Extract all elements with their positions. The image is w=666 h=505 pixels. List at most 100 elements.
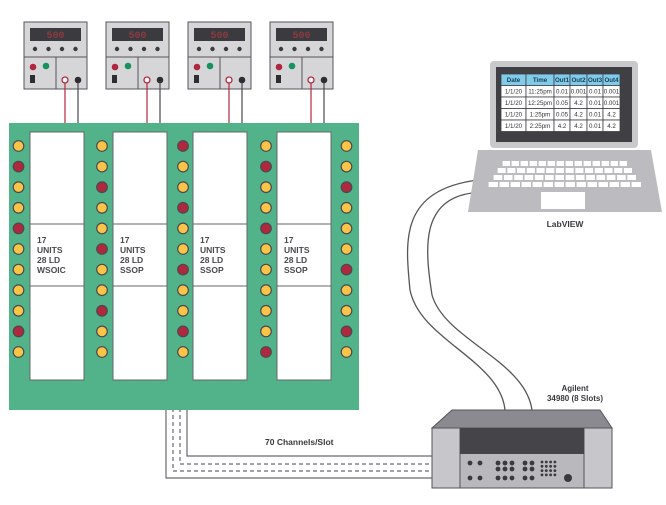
daq-keypad-button <box>540 473 544 477</box>
keyboard-key <box>497 168 506 173</box>
daq-button <box>477 460 483 466</box>
keyboard-key <box>526 168 535 173</box>
led-yellow-icon <box>177 160 189 173</box>
led-red-icon <box>12 222 25 235</box>
daq-button <box>522 460 528 466</box>
psu-knob <box>114 46 120 52</box>
keyboard-key <box>565 168 574 173</box>
led-column <box>260 140 272 358</box>
daq-buttons <box>467 460 557 481</box>
led-yellow-icon <box>12 181 25 194</box>
psu-power-switch <box>276 75 281 83</box>
table-cell-value: 0.01 <box>589 89 602 96</box>
led-group <box>12 140 353 358</box>
socket-outline <box>112 131 168 381</box>
led-yellow-icon <box>260 284 272 297</box>
socket-units: UNITS <box>37 245 63 255</box>
keyboard-key <box>543 182 553 187</box>
led-yellow-icon <box>340 346 353 358</box>
daq-keypad-button <box>549 460 552 464</box>
keyboard-key <box>517 168 526 173</box>
keyboard-key <box>554 182 564 187</box>
psu-display-value: 500 <box>210 31 228 42</box>
keyboard-key <box>493 175 503 180</box>
led-yellow-icon <box>177 243 189 255</box>
led-red-icon <box>260 222 272 235</box>
power-supply: 500 <box>269 21 334 123</box>
channel-cable-bundle <box>165 408 432 479</box>
socket-package-type: SSOP <box>120 265 144 275</box>
led-red-icon <box>96 181 108 194</box>
keyboard-key <box>575 168 584 173</box>
table-cell-value: 1/1/20 <box>505 112 523 119</box>
psu-knob <box>196 46 202 52</box>
table-cell-value: 0.01 <box>556 89 569 96</box>
daq-button <box>467 475 473 481</box>
psu-red-indicator-icon <box>275 63 283 71</box>
daq-top <box>430 409 613 429</box>
daq-button <box>495 460 501 466</box>
table-cell <box>602 119 621 132</box>
led-yellow-icon <box>260 304 272 317</box>
daq-button <box>502 475 508 481</box>
socket-outline <box>192 131 248 381</box>
psu-knob <box>210 46 215 52</box>
psu-red-indicator-icon <box>193 63 201 71</box>
daq-button <box>502 460 508 466</box>
led-red-icon <box>340 325 353 338</box>
table-header-label: Out4 <box>604 77 619 84</box>
cable-1 <box>406 179 506 411</box>
psu-knob <box>32 46 38 52</box>
led-yellow-icon <box>12 201 25 214</box>
socket-package-size: 28 LD <box>37 255 60 265</box>
keyboard-key <box>511 161 519 166</box>
daq-keypad-button <box>549 469 552 472</box>
psu-red-indicator-icon <box>111 63 119 71</box>
cable-dashed-line-1 <box>179 408 432 465</box>
led-column <box>96 140 108 358</box>
socket-count: 17 <box>37 235 47 245</box>
table-header-label: Time <box>533 77 548 84</box>
keyboard-key <box>538 161 546 166</box>
psu-knob <box>223 46 229 52</box>
table-cell-value: 4.2 <box>558 123 567 130</box>
keyboard-key <box>499 182 509 187</box>
table-cell-value: 4.2 <box>574 123 583 130</box>
keyboard-key <box>565 175 575 180</box>
psu-knob <box>237 46 242 52</box>
psu-knob <box>46 46 51 52</box>
table-cell-value: 0.05 <box>556 100 569 107</box>
cable-dashed-line-2 <box>172 408 432 472</box>
table-cell-value: 0.001 <box>604 89 620 96</box>
psu-negative-terminal-icon <box>320 76 328 84</box>
table-cell-value: 1/1/20 <box>505 100 523 107</box>
led-red-icon <box>340 263 353 276</box>
psu-knob <box>305 46 311 52</box>
keyboard-key <box>547 161 555 166</box>
daq-keypad-button <box>540 469 544 472</box>
led-yellow-icon <box>177 284 189 297</box>
daq-button <box>509 475 515 481</box>
led-yellow-icon <box>177 181 189 194</box>
keyboard-key <box>555 168 564 173</box>
socket-units: UNITS <box>120 245 146 255</box>
keyboard-key <box>596 175 606 180</box>
psu-knob <box>278 46 284 52</box>
keyboard-key <box>565 182 575 187</box>
psu-knob <box>141 46 147 52</box>
led-yellow-icon <box>12 284 25 297</box>
daq-keypad-button <box>553 469 557 472</box>
daq-label-line1: Agilent <box>561 384 588 393</box>
keyboard <box>488 161 641 187</box>
led-yellow-icon <box>177 222 189 235</box>
daq-button <box>529 466 535 472</box>
socket-package-type: SSOP <box>200 265 224 275</box>
led-yellow-icon <box>12 346 25 358</box>
